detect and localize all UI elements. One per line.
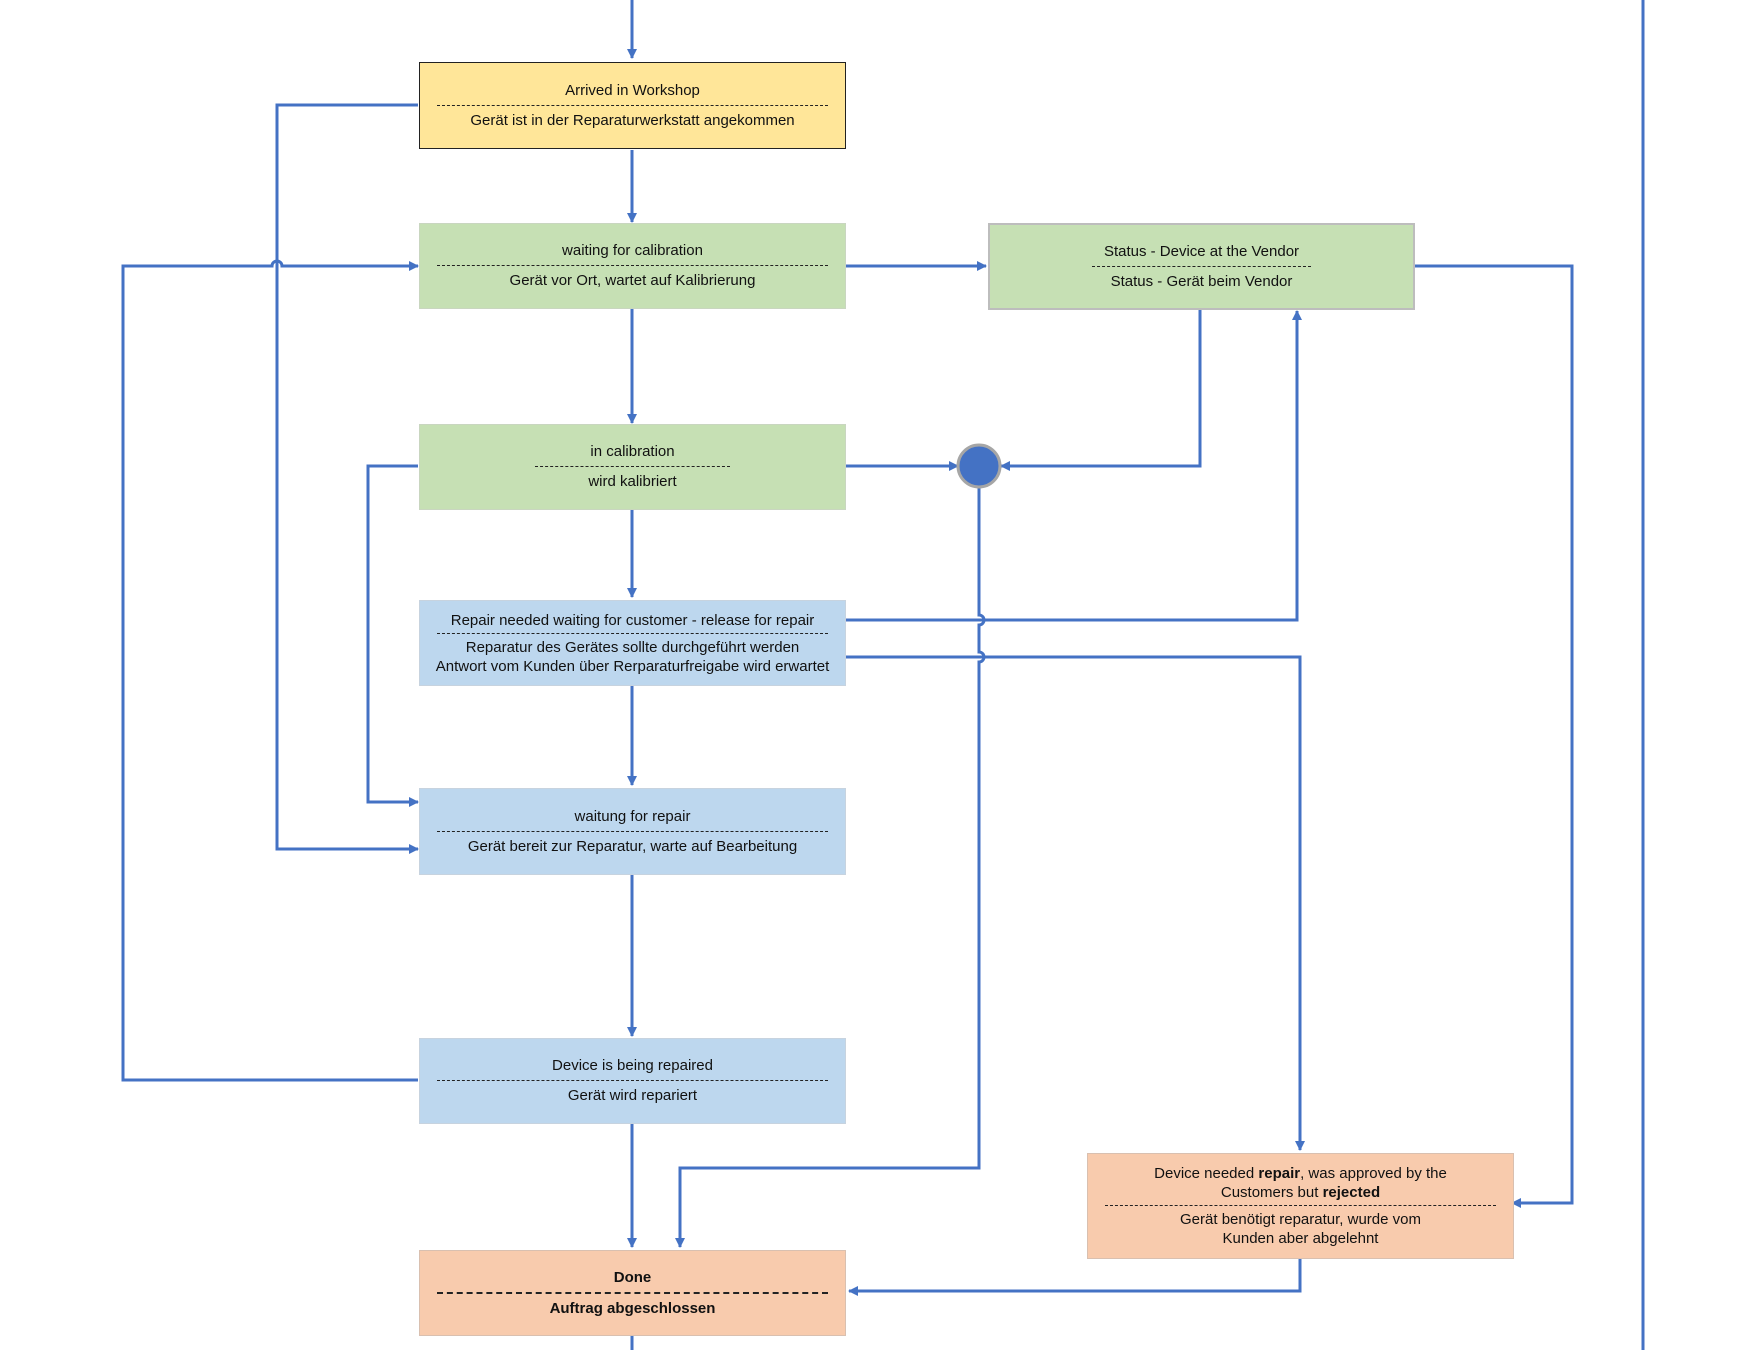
node-rejected-title-2: Customers but rejected: [1220, 1184, 1381, 1201]
connector-rejected-to-done: [848, 1257, 1302, 1296]
node-done: Done Auftrag abgeschlossen: [419, 1250, 846, 1336]
node-separator: [437, 1080, 828, 1081]
node-waiting-calibration-subtitle: Gerät vor Ort, wartet auf Kalibrierung: [509, 272, 756, 289]
node-separator: [437, 1291, 828, 1294]
node-separator: [437, 632, 828, 634]
node-repair-needed-title: Repair needed waiting for customer - rel…: [450, 611, 815, 629]
node-being-repaired-title: Device is being repaired: [552, 1057, 713, 1074]
node-vendor-subtitle: Status - Gerät beim Vendor: [1110, 272, 1293, 290]
node-arrived-title: Arrived in Workshop: [565, 81, 700, 99]
junction-node: [956, 443, 1002, 489]
node-separator: [437, 104, 828, 106]
node-rejected-title-1: Device needed repair, was approved by th…: [1154, 1165, 1447, 1182]
node-repair-needed-subtitle-1: Reparatur des Gerätes sollte durchgeführ…: [465, 638, 800, 656]
node-device-being-repaired: Device is being repaired Gerät wird repa…: [419, 1038, 846, 1124]
node-repair-needed-waiting-customer: Repair needed waiting for customer - rel…: [419, 600, 846, 686]
node-waiting-calibration-title: waiting for calibration: [562, 242, 703, 259]
node-arrived-subtitle: Gerät ist in der Reparaturwerkstatt ange…: [470, 111, 795, 129]
node-separator: [437, 830, 828, 832]
node-in-calibration-subtitle: wird kalibriert: [588, 473, 677, 490]
node-waiting-for-calibration: waiting for calibration Gerät vor Ort, w…: [419, 223, 846, 309]
connector-repair-needed-to-rejected: [845, 655, 1305, 1151]
connector-vendor-to-junction: [1000, 309, 1202, 471]
node-arrived-in-workshop: Arrived in Workshop Gerät ist in der Rep…: [419, 62, 846, 149]
node-rejected-subtitle-1: Gerät benötigt reparatur, wurde vom: [1180, 1211, 1421, 1228]
connector-vendor-to-rejected: [1413, 264, 1574, 1208]
connector-junction-to-done: [675, 488, 986, 1248]
connector-arrived-to-waiting-repair: [275, 103, 419, 854]
connector-repair-needed-to-vendor: [845, 310, 1302, 622]
node-repair-needed-subtitle-2: Antwort vom Kunden über Rerparaturfreiga…: [435, 657, 830, 675]
node-separator: [1091, 265, 1312, 267]
node-rejected-subtitle-2: Kunden aber abgelehnt: [1222, 1230, 1379, 1247]
node-in-calibration-title: in calibration: [590, 443, 675, 460]
node-vendor-title: Status - Device at the Vendor: [1103, 242, 1300, 260]
node-waiting-repair-title: waitung for repair: [574, 807, 691, 825]
node-in-calibration: in calibration wird kalibriert: [419, 424, 846, 510]
node-separator: [1105, 1205, 1496, 1206]
node-separator: [534, 466, 731, 467]
node-waiting-repair-subtitle: Gerät bereit zur Reparatur, warte auf Be…: [467, 837, 798, 855]
node-being-repaired-subtitle: Gerät wird repariert: [567, 1087, 698, 1104]
node-done-subtitle: Auftrag abgeschlossen: [549, 1299, 716, 1317]
node-device-at-vendor: Status - Device at the Vendor Status - G…: [988, 223, 1415, 310]
node-waiting-for-repair: waitung for repair Gerät bereit zur Repa…: [419, 788, 846, 875]
connector-being-repaired-to-waiting-calibration: [121, 259, 419, 1082]
node-done-title: Done: [613, 1268, 652, 1286]
connector-in-calibration-to-waiting-repair: [366, 464, 419, 807]
node-repair-rejected: Device needed repair, was approved by th…: [1087, 1153, 1514, 1259]
node-separator: [437, 265, 828, 266]
